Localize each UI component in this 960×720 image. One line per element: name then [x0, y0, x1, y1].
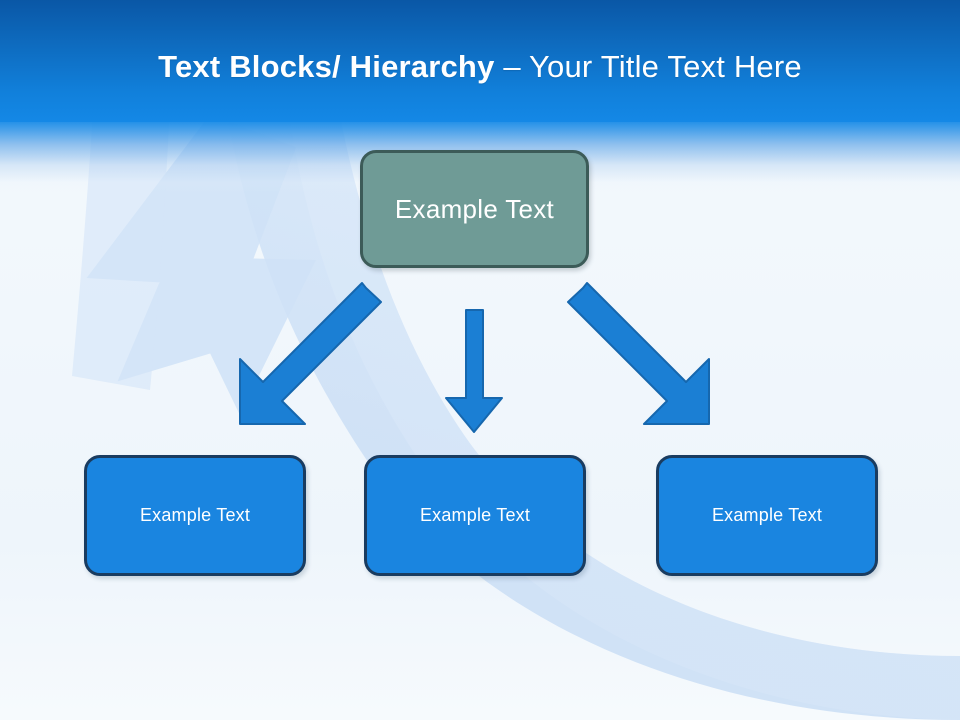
hierarchy-child-node-1[interactable]: Example Text — [84, 455, 306, 576]
hierarchy-child-node-2-label: Example Text — [419, 505, 531, 525]
hierarchy-child-node-3[interactable]: Example Text — [656, 455, 878, 576]
page-title-regular: – Your Title Text Here — [503, 49, 802, 84]
hierarchy-top-node[interactable]: Example Text — [360, 150, 589, 268]
page-title: Text Blocks/ Hierarchy – Your Title Text… — [0, 48, 960, 86]
page-title-bold: Text Blocks/ Hierarchy — [158, 49, 504, 84]
hierarchy-child-node-2[interactable]: Example Text — [364, 455, 586, 576]
hierarchy-child-node-3-label: Example Text — [711, 505, 823, 525]
hierarchy-child-node-1-label: Example Text — [139, 505, 251, 525]
hierarchy-top-node-label: Example Text — [394, 193, 555, 224]
